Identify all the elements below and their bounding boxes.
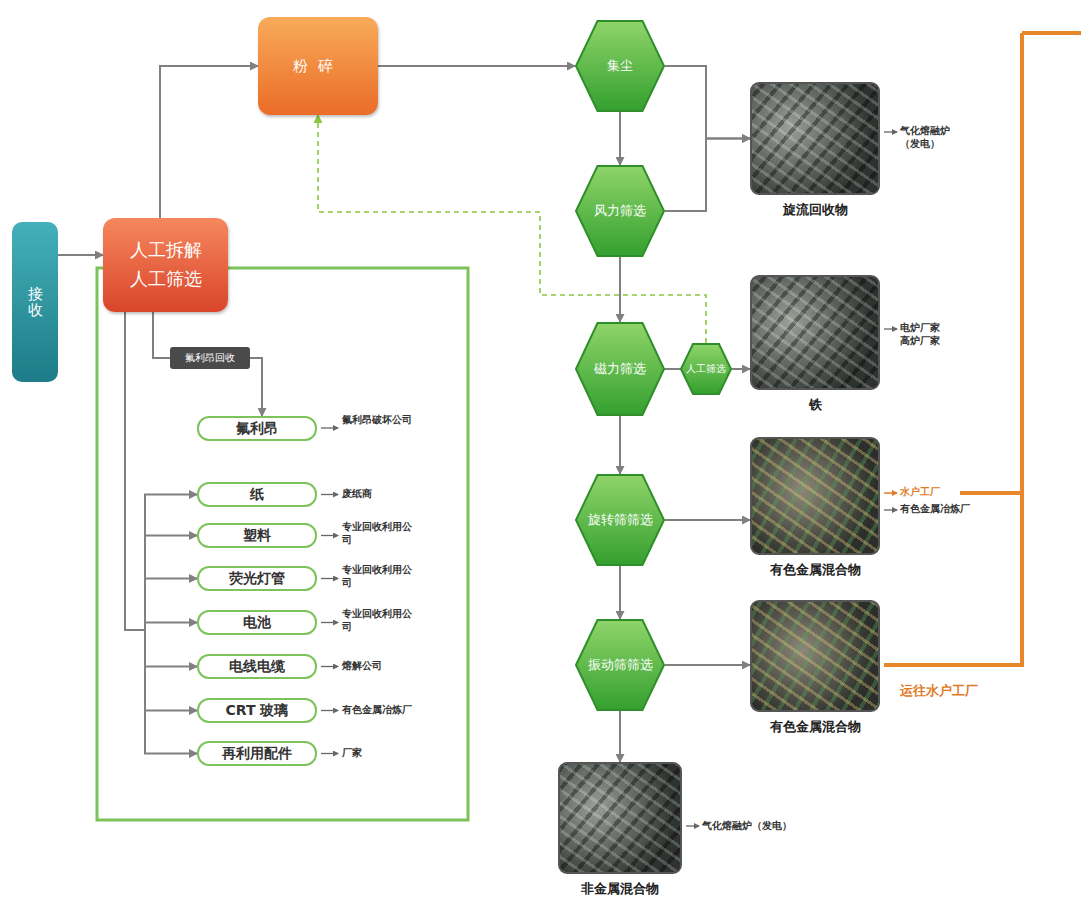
item-box: 氟利昂 — [197, 416, 317, 441]
item-box: 荧光灯管 — [197, 566, 317, 591]
node-text: 有色金属混合物 — [770, 561, 861, 579]
product-photo: 有色金属混合物 — [750, 437, 880, 579]
note-label: 气化熔融炉 （发电） — [900, 125, 962, 150]
flow-connector — [125, 312, 197, 711]
hexagon-outline — [576, 323, 664, 415]
item-box: 纸 — [197, 482, 317, 507]
group-outline — [97, 268, 468, 820]
node-text: 磁力筛选 — [594, 360, 646, 378]
note-label: 熔解公司 — [342, 660, 418, 673]
process-hexagon: 磁力筛选 — [575, 322, 665, 416]
flow-connector — [619, 416, 621, 474]
flow-connector — [663, 368, 682, 370]
flow-connector — [619, 112, 621, 165]
note-label: 专业回收利用公司 — [342, 608, 418, 633]
flow-connector — [153, 312, 170, 358]
note-label: 电炉厂家 高炉厂家 — [900, 322, 952, 347]
flow-connector — [665, 664, 750, 666]
process-box: 人工拆解人工筛选 — [103, 218, 228, 312]
flow-connector — [58, 254, 103, 256]
flow-connector — [125, 312, 197, 754]
node-text: 氟利昂 — [236, 420, 278, 438]
label-arrows — [321, 132, 897, 826]
flow-connector — [665, 66, 750, 139]
process-hexagon: 旋转筛筛选 — [575, 474, 665, 566]
flow-connector — [619, 566, 621, 619]
orange-route — [884, 33, 1081, 665]
item-box: 电线电缆 — [197, 654, 317, 679]
note-label: 专业回收利用公司 — [342, 564, 418, 589]
note-label: 厂家 — [342, 747, 418, 760]
flow-connector — [250, 358, 262, 416]
label-arrow — [884, 492, 897, 494]
node-text: 荧光灯管 — [229, 570, 285, 588]
flow-connector — [619, 711, 621, 762]
item-box: 塑料 — [197, 523, 317, 548]
product-photo: 有色金属混合物 — [750, 600, 880, 736]
note-label: 水户工厂 — [900, 486, 958, 499]
note-label: 专业回收利用公司 — [342, 521, 418, 546]
flow-connector — [378, 65, 575, 67]
process-hexagon: 风力筛选 — [575, 165, 665, 257]
flow-connector — [160, 66, 258, 218]
process-hexagon: 振动筛筛选 — [575, 619, 665, 711]
node-text: 人工筛选 — [686, 362, 726, 376]
node-text: 纸 — [250, 486, 264, 504]
flow-connector — [732, 368, 750, 370]
note-label: 废纸商 — [342, 488, 418, 501]
note-label: 有色金属冶炼厂 — [342, 704, 432, 717]
node-text: 振动筛筛选 — [588, 656, 653, 674]
node-text: 人工拆解 — [130, 236, 202, 265]
item-box: 再利用配件 — [197, 741, 317, 766]
node-text: 非金属混合物 — [581, 880, 659, 898]
hexagon-outline — [681, 344, 731, 394]
node-text: 人工筛选 — [130, 265, 202, 294]
node-text: 有色金属混合物 — [770, 718, 861, 736]
node-text: 旋流回收物 — [783, 201, 848, 219]
node-text: 粉碎 — [293, 57, 343, 76]
scrap-photo — [750, 82, 880, 195]
node-text: 电池 — [243, 614, 271, 632]
scrap-photo — [750, 437, 880, 555]
hexagon-outline — [576, 475, 664, 565]
flow-connector — [619, 257, 621, 322]
node-text: 铁 — [809, 396, 822, 414]
node-text: 旋转筛筛选 — [588, 511, 653, 529]
node-text: 集尘 — [607, 57, 633, 75]
node-text: 氟利昂回收 — [185, 351, 235, 365]
scrap-photo — [750, 275, 880, 390]
product-photo: 非金属混合物 — [558, 762, 682, 898]
flow-connector — [665, 139, 750, 212]
item-box: CRT 玻璃 — [197, 698, 317, 723]
product-photo: 旋流回收物 — [750, 82, 880, 219]
process-hexagon: 集尘 — [575, 20, 665, 112]
note-label: 有色金属冶炼厂 — [900, 503, 990, 516]
hexagon-outline — [576, 166, 664, 256]
item-box: 电池 — [197, 610, 317, 635]
product-photo: 铁 — [750, 275, 880, 414]
hexagon-outline — [576, 620, 664, 710]
note-label: 气化熔融炉（发电） — [702, 820, 812, 833]
node-text: CRT 玻璃 — [226, 702, 289, 720]
tag-box: 氟利昂回收 — [170, 347, 250, 369]
scrap-photo — [750, 600, 880, 712]
start-box: 接收 — [12, 222, 58, 382]
node-text: 塑料 — [243, 527, 271, 545]
node-text: 风力筛选 — [594, 202, 646, 220]
process-box: 粉碎 — [258, 17, 378, 115]
node-text: 接收 — [28, 286, 43, 319]
scrap-photo — [558, 762, 682, 874]
flow-connector — [665, 519, 750, 521]
note-label: 运往水户工厂 — [900, 683, 1000, 699]
return-connector — [318, 115, 706, 343]
node-text: 再利用配件 — [222, 745, 292, 763]
note-label: 氟利昂破坏公司 — [342, 414, 418, 427]
hexagon-outline — [576, 21, 664, 111]
process-hexagon: 人工筛选 — [680, 343, 732, 395]
node-text: 电线电缆 — [229, 658, 285, 676]
